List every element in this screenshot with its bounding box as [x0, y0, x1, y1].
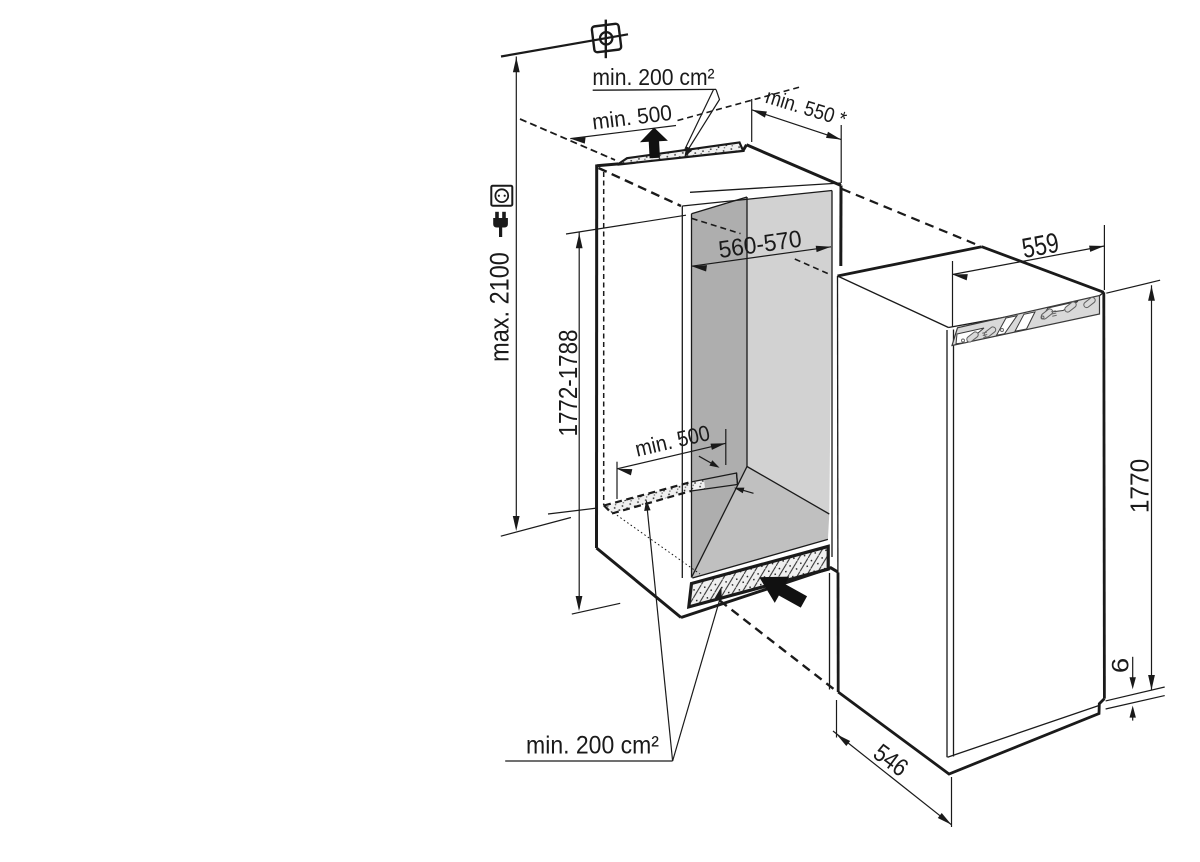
svg-text:1770: 1770 [1126, 459, 1155, 513]
svg-text:559: 559 [1020, 227, 1062, 264]
svg-text:1772-1788: 1772-1788 [555, 330, 584, 437]
svg-text:min. 200 cm²: min. 200 cm² [526, 732, 659, 760]
svg-text:6: 6 [1108, 658, 1134, 673]
svg-text:max. 2100: max. 2100 [485, 252, 515, 362]
svg-text:min. 200 cm²: min. 200 cm² [592, 64, 714, 90]
